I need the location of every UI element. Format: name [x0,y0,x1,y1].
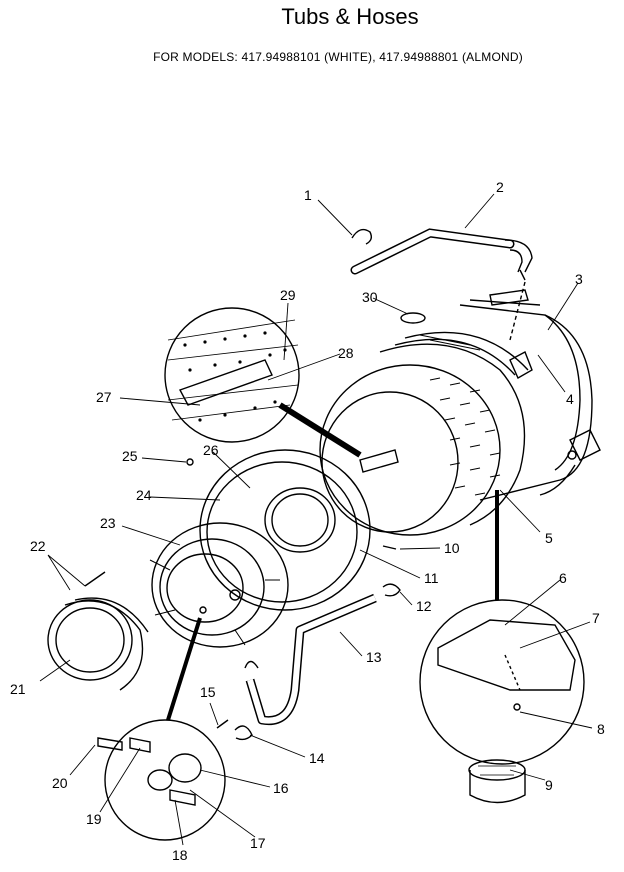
drain-hose [244,593,377,726]
tub-front-assembly [149,449,371,648]
inner-drum [319,331,529,536]
callout-5: 5 [545,530,553,546]
callout-numbers: 1 2 3 4 5 6 7 8 9 10 11 12 13 14 15 16 1… [10,179,605,863]
callout-15: 15 [200,684,216,700]
callout-leaders [39,193,593,846]
callout-19: 19 [86,811,102,827]
callout-30: 30 [362,289,378,305]
screw-10 [382,545,397,550]
detail-circle-baffle [164,307,362,458]
callout-12: 12 [416,598,432,614]
clamp-14 [234,725,253,741]
door-boot [47,597,149,691]
detail-circle-filter [419,599,585,804]
callout-4: 4 [566,391,574,407]
callout-3: 3 [575,271,583,287]
clamp-band [84,571,106,587]
callout-29: 29 [280,287,296,303]
screw-25 [186,458,194,466]
callout-2: 2 [496,179,504,195]
callout-28: 28 [338,345,354,361]
callout-16: 16 [273,780,289,796]
models-subtitle: FOR MODELS: 417.94988101 (WHITE), 417.94… [153,50,523,64]
callout-1: 1 [304,187,312,203]
callout-13: 13 [366,649,382,665]
callout-10: 10 [444,540,460,556]
inlet-hose [350,228,533,281]
callout-20: 20 [52,775,68,791]
clamp-12 [382,583,401,597]
part-30 [400,312,426,324]
clamp-1 [351,228,373,245]
callout-9: 9 [545,777,553,793]
callout-14: 14 [309,750,325,766]
detail-circle-pump [97,617,226,841]
screw-15 [216,719,229,729]
callout-7: 7 [592,610,600,626]
page-title: Tubs & Hoses [281,4,419,29]
callout-22: 22 [30,538,46,554]
callout-17: 17 [250,835,266,851]
callout-23: 23 [100,515,116,531]
callout-27: 27 [96,389,112,405]
callout-21: 21 [10,681,26,697]
callout-24: 24 [136,487,152,503]
outer-tub [459,289,601,501]
callout-18: 18 [172,847,188,863]
callout-11: 11 [424,570,439,586]
callout-25: 25 [122,448,138,464]
callout-26: 26 [203,442,219,458]
callout-6: 6 [559,570,567,586]
callout-8: 8 [597,721,605,737]
